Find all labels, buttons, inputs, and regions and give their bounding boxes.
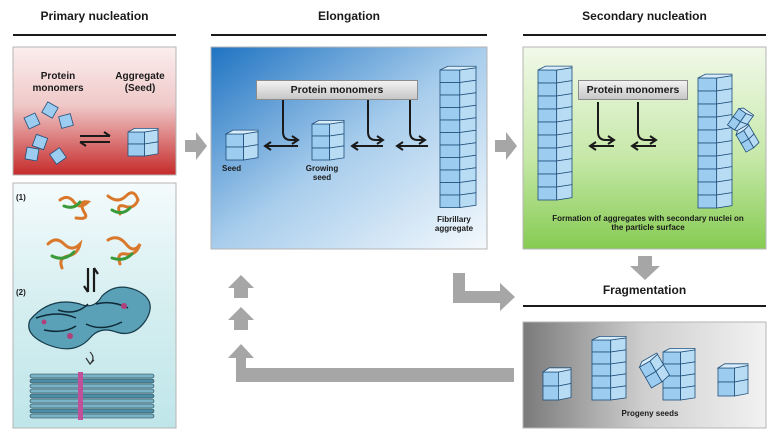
growing-seed-label: Growing seed: [305, 164, 339, 183]
arrow-up-small-1: [228, 307, 254, 330]
progeny-seeds-label: Progeny seeds: [621, 409, 679, 418]
rule-fragmentation: [523, 305, 766, 307]
secondary-nucleus-1: [726, 107, 755, 134]
aggregate-seed-label: Aggregate (Seed): [115, 71, 165, 94]
fibril-strand: [29, 403, 155, 409]
step-2-label: (2): [16, 288, 26, 297]
secondary-fibril-left: [537, 65, 573, 201]
secondary-nucleus-2: [735, 123, 760, 153]
fibrillary-aggregate: [439, 65, 477, 208]
fibrillary-aggregate-column: [439, 65, 477, 208]
twist-arrow: [85, 351, 95, 365]
fibril-strand-stack: [29, 372, 155, 420]
fibril-strand: [29, 373, 155, 379]
arrow-primary-to-elongation: [185, 132, 207, 160]
assembly-arrow: [83, 267, 99, 293]
arrow-fragmentation-return: [228, 344, 514, 382]
secondary-caption: Formation of aggregates with secondary n…: [552, 214, 744, 233]
aggregate-seed: [127, 127, 159, 157]
fibril-strand: [29, 393, 155, 399]
seed-label: Seed: [222, 164, 242, 173]
fibrillary-aggregate-label: Fibrillary aggregate: [434, 215, 474, 234]
fibril-strand: [29, 378, 155, 384]
secondary-monomers-bar: Protein monomers: [578, 80, 688, 100]
arrow-elongation-to-fragmentation: [453, 273, 515, 311]
progeny-seed-4: [716, 363, 749, 397]
secondary-fibril-right: [697, 73, 760, 209]
aggregate-seed-cubes: [127, 127, 159, 157]
secondary-fibril-right: [697, 73, 733, 209]
secondary-fibril-left: [537, 65, 573, 201]
fibril-strand: [29, 408, 155, 414]
progeny-seed-3b: [638, 352, 670, 389]
growing-seed: [311, 120, 345, 161]
rule-elongation: [211, 34, 487, 36]
fibril-strand: [29, 383, 155, 389]
progeny-seed-2: [591, 335, 627, 401]
equilibrium-arrows-primary: [79, 131, 111, 147]
fibril-cluster: [28, 286, 151, 350]
elongation-monomers-bar: Protein monomers: [256, 80, 418, 100]
fibril-strand: [29, 413, 155, 419]
header-elongation: Elongation: [318, 9, 380, 23]
progeny-seed-cubes: [541, 335, 749, 401]
rule-primary: [13, 34, 176, 36]
header-fragmentation: Fragmentation: [602, 283, 687, 297]
step-1-label: (1): [16, 193, 26, 202]
protein-monomers-label: Protein monomers: [32, 71, 84, 94]
arrow-elongation-to-secondary: [495, 132, 517, 160]
fibril-strand: [29, 388, 155, 394]
seed: [224, 129, 259, 161]
growing-seed-cubes: [311, 120, 345, 161]
arrow-secondary-to-fragmentation: [630, 256, 660, 280]
fibril-strand: [29, 398, 155, 404]
elongation-monomer-arrows: [263, 100, 428, 151]
secondary-monomer-arrows: [588, 102, 658, 151]
fibril-core-marker: [78, 372, 83, 420]
arrow-up-small-2: [228, 275, 254, 298]
rule-secondary: [523, 34, 766, 36]
seed-cubes: [224, 129, 259, 161]
header-secondary-nucleation: Secondary nucleation: [582, 9, 707, 23]
header-primary-nucleation: Primary nucleation: [40, 9, 149, 23]
loose-monomers: [23, 101, 74, 165]
protein-ribbon-structures: [46, 191, 142, 270]
progeny-seed-1: [541, 367, 572, 401]
